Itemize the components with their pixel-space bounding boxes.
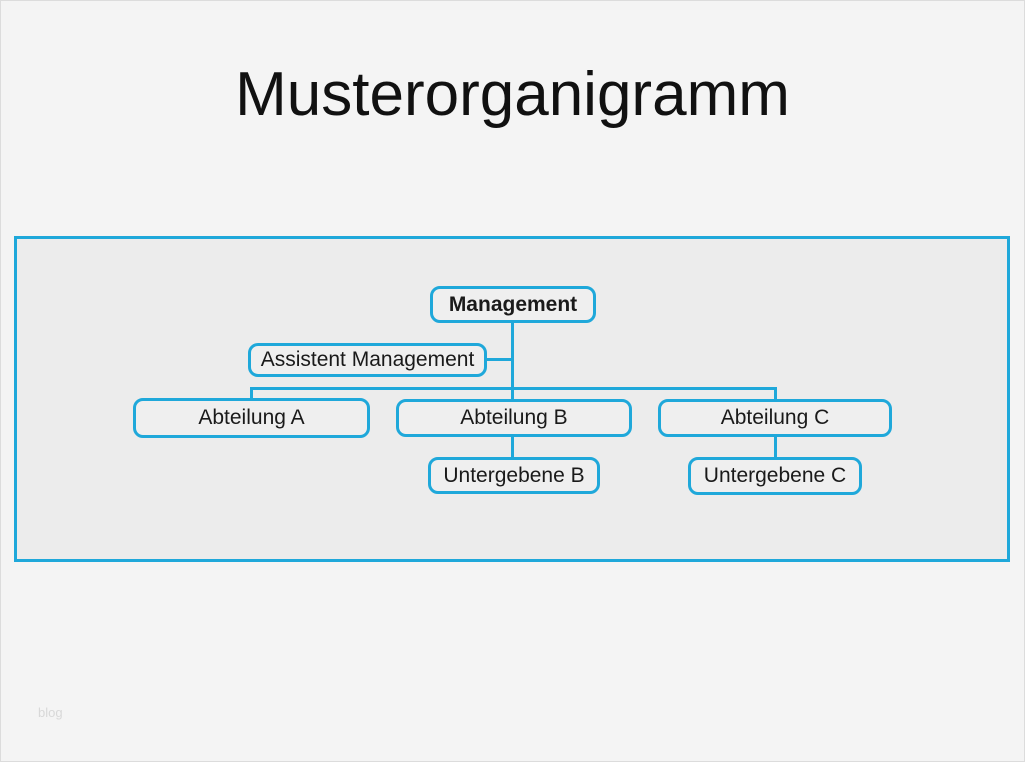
org-node-abteilung-c-label: Abteilung C xyxy=(720,406,830,429)
connector-dept-b-sub-b xyxy=(511,437,514,458)
page-title: Musterorganigramm xyxy=(235,60,790,129)
connector-dept-c-sub-c xyxy=(774,437,777,458)
connector-departments-horizontal xyxy=(250,387,777,390)
org-node-abteilung-a: Abteilung A xyxy=(133,398,370,438)
org-node-abteilung-b-label: Abteilung B xyxy=(460,406,568,429)
org-node-untergebene-b: Untergebene B xyxy=(428,457,600,494)
org-node-management: Management xyxy=(430,286,596,323)
org-node-abteilung-b: Abteilung B xyxy=(396,399,632,437)
connector-drop-dept-a xyxy=(250,387,253,400)
connector-assistant-stub xyxy=(487,358,514,361)
org-chart-panel: Management Assistent Management Abteilun… xyxy=(14,236,1010,562)
connector-management-trunk xyxy=(511,323,514,399)
connector-drop-dept-c xyxy=(774,387,777,401)
org-node-untergebene-c-label: Untergebene C xyxy=(703,464,847,487)
org-node-management-label: Management xyxy=(448,292,578,316)
org-node-untergebene-b-label: Untergebene B xyxy=(443,463,585,487)
org-node-abteilung-a-label: Abteilung A xyxy=(198,406,305,429)
org-node-assistant-management: Assistent Management xyxy=(248,343,487,377)
org-node-abteilung-c: Abteilung C xyxy=(658,399,892,437)
watermark: blog xyxy=(38,705,63,720)
org-node-untergebene-c: Untergebene C xyxy=(688,457,862,495)
org-node-assistant-management-label: Assistent Management xyxy=(260,348,475,371)
